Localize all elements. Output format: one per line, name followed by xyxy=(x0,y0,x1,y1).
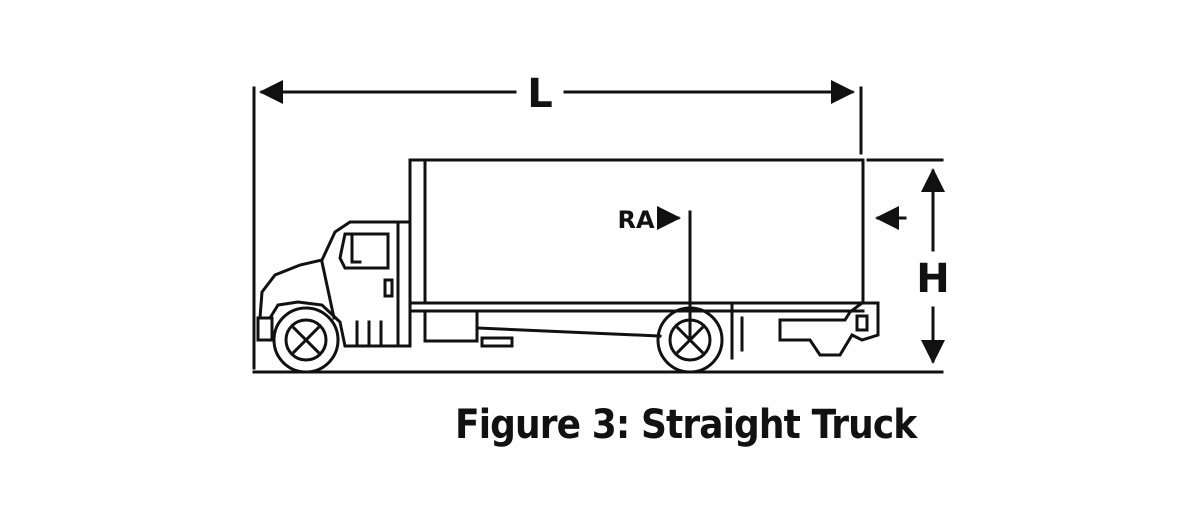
lift-gate-latch xyxy=(855,314,869,332)
rear-axle-label: RA xyxy=(617,206,654,234)
length-label: L xyxy=(527,71,553,117)
mirror xyxy=(350,234,362,264)
front-bumper xyxy=(256,316,274,342)
chassis-box xyxy=(480,336,514,348)
front-wheel xyxy=(272,306,340,374)
chassis-rail xyxy=(475,326,662,338)
lift-gate xyxy=(778,301,880,357)
figure-caption: Figure 3: Straight Truck xyxy=(455,402,917,448)
cab-window xyxy=(338,232,390,270)
cab-door-handle xyxy=(383,278,394,298)
hood-line xyxy=(320,260,336,320)
fuel-tank xyxy=(423,309,479,343)
height-label: H xyxy=(916,256,949,302)
rear-wheel xyxy=(656,306,724,374)
